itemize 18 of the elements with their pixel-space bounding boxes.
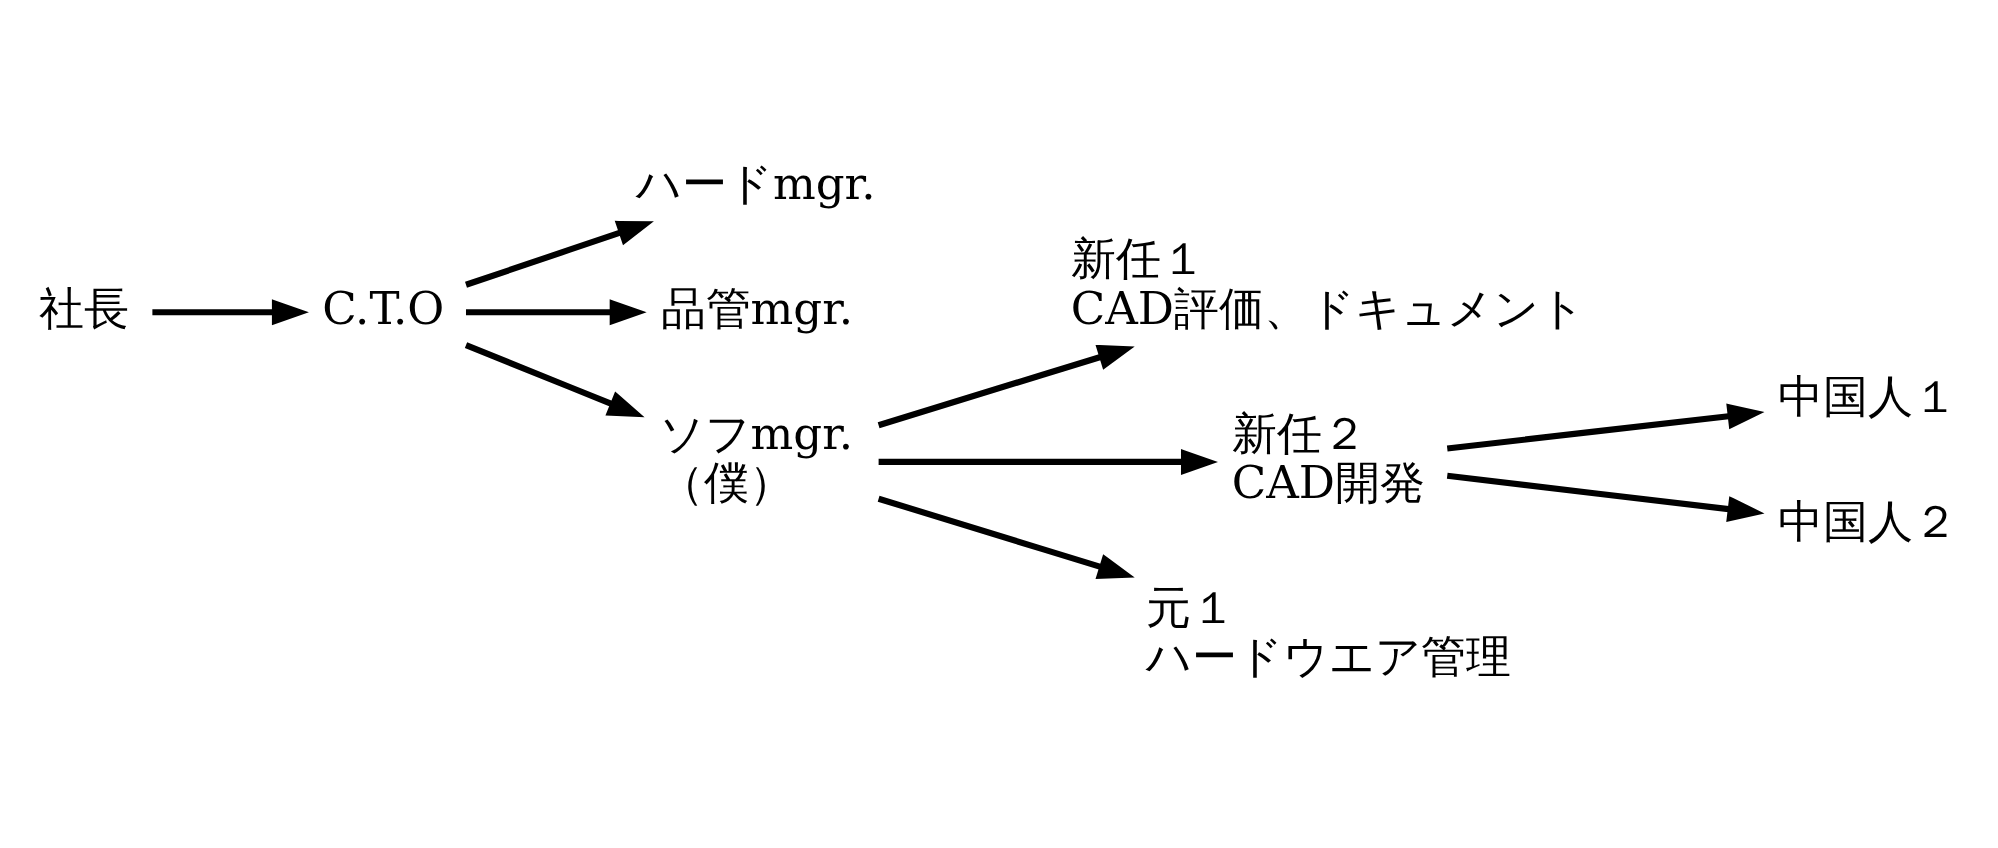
arrow — [1446, 472, 1765, 522]
node-text: 社長 — [39, 281, 130, 335]
arrow — [1446, 403, 1765, 452]
arrow — [152, 299, 309, 326]
arrow — [878, 449, 1218, 475]
arrow — [464, 342, 645, 418]
arrow — [877, 495, 1135, 579]
node-text: 新任２ CAD開発 — [1231, 406, 1426, 510]
node-text: 新任１ CAD評価、ドキュメント — [1070, 232, 1586, 335]
node-text: 中国人１ — [1778, 369, 1959, 423]
node-text: 元１ ハードウエア管理 — [1145, 581, 1511, 684]
node-text: 品管mgr. — [660, 281, 854, 335]
arrow — [877, 344, 1135, 429]
node-text: ハードmgr. — [635, 156, 876, 210]
node-text: ソフmgr. （僕） — [658, 406, 854, 510]
node-text: 中国人２ — [1778, 495, 1959, 549]
node-text: C.T.O — [322, 281, 445, 335]
arrow — [465, 220, 654, 288]
